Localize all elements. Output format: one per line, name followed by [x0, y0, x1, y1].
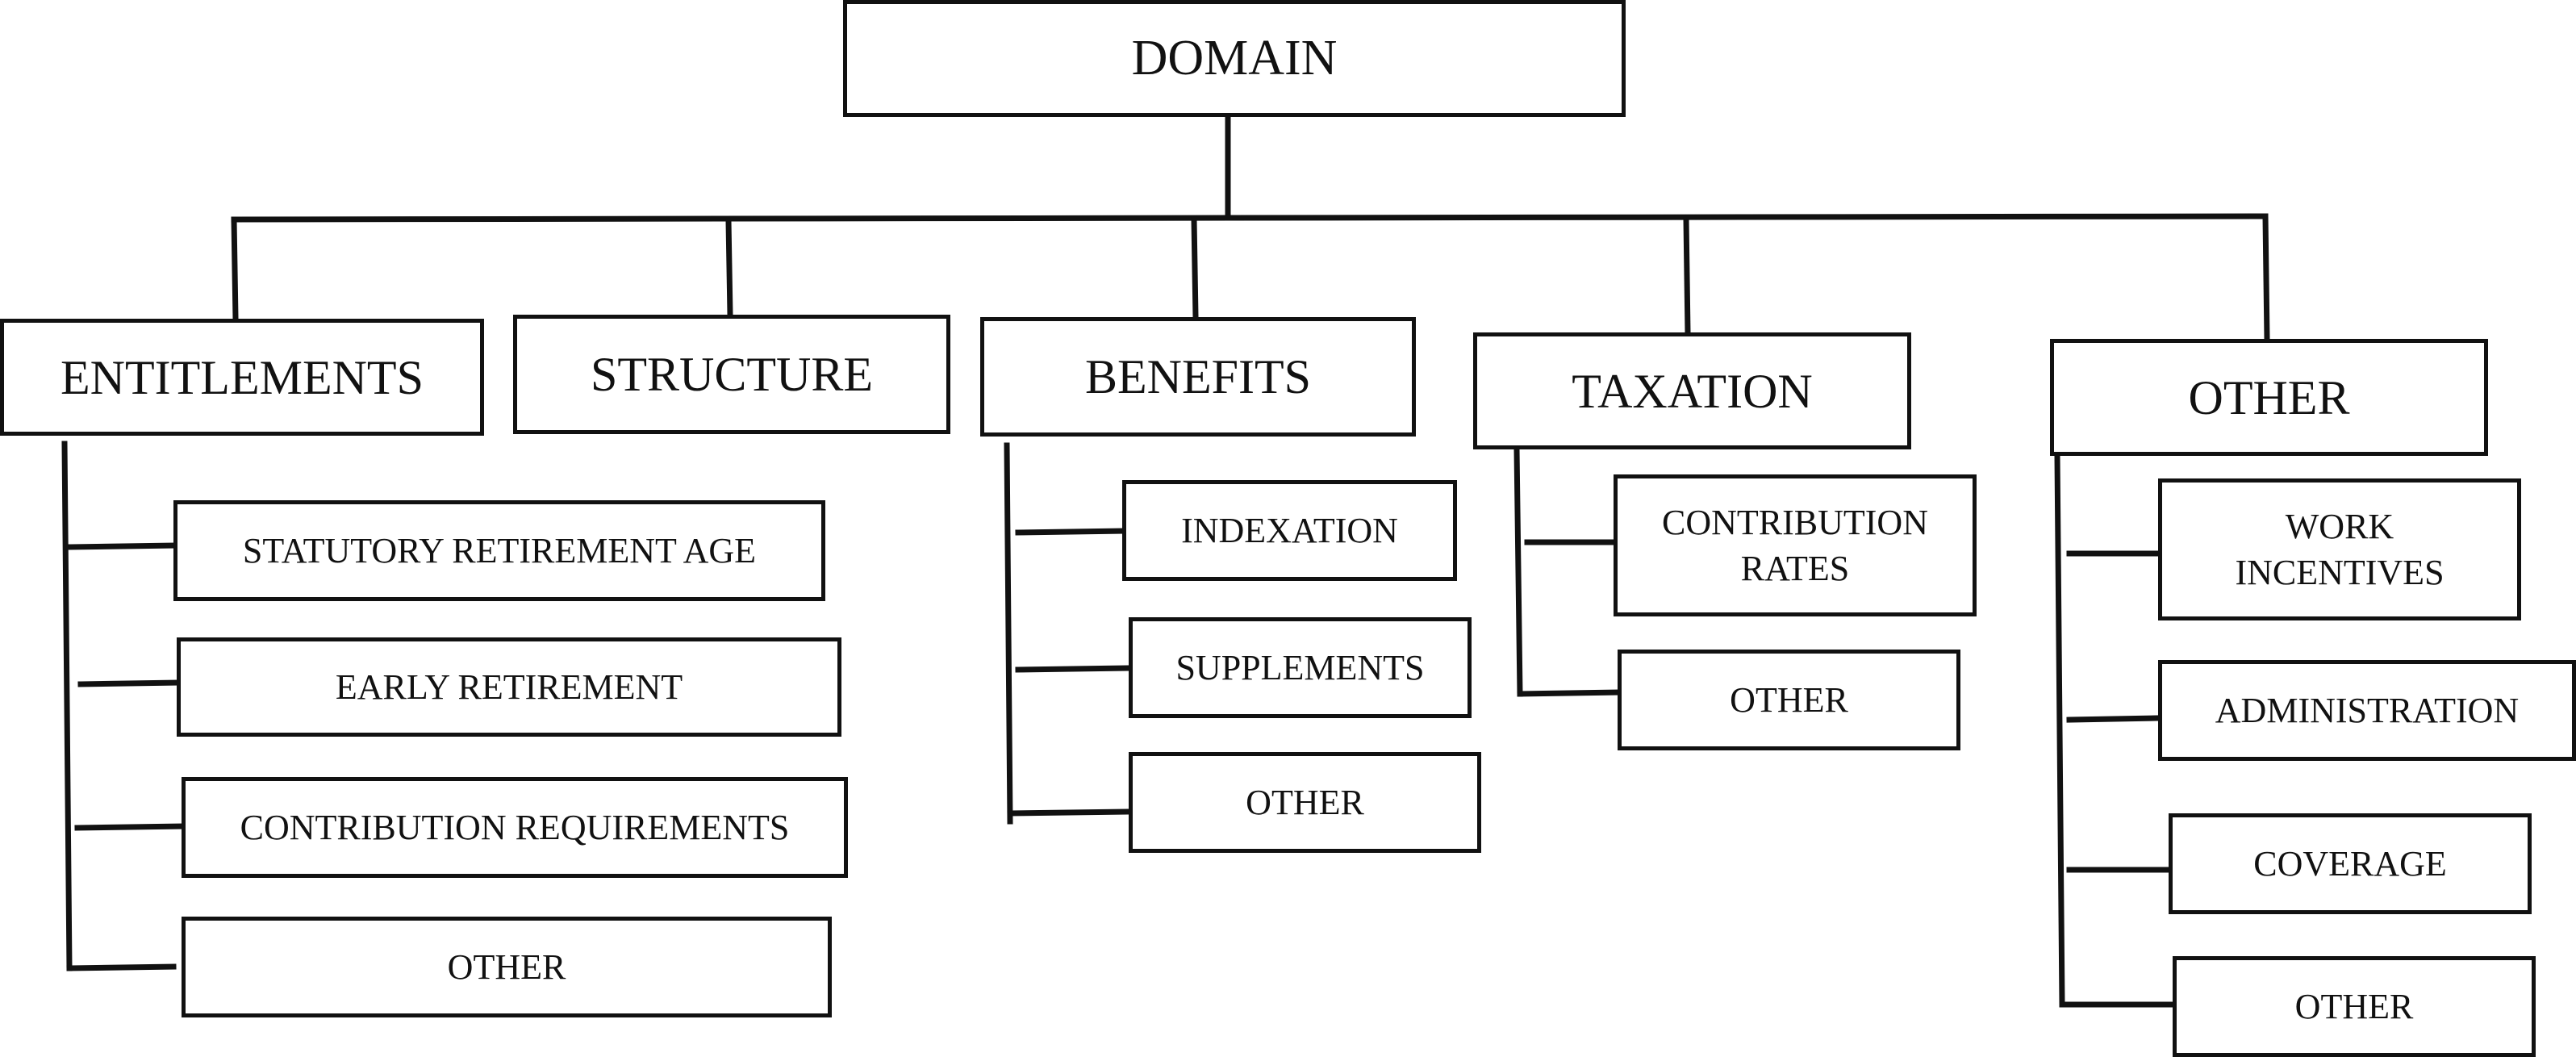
drop-other-line — [2262, 213, 2270, 342]
leaf-taxation-other: OTHER — [1618, 650, 1960, 750]
spine-benefits-line — [1004, 442, 1013, 825]
spine-other-line — [2054, 453, 2065, 1008]
tick-entitlements-1-line — [68, 542, 177, 550]
tick-entitlements-2-line — [77, 679, 180, 687]
tick-benefits-3-line — [1007, 808, 1132, 817]
spine-entitlements-line — [61, 441, 73, 971]
category-other: OTHER — [2050, 339, 2488, 456]
leaf-contribution-rates: CONTRIBUTION RATES — [1614, 474, 1977, 616]
tick-taxation-2-line — [1517, 689, 1621, 697]
drop-benefits-line — [1191, 216, 1199, 320]
drop-taxation-line — [1683, 216, 1691, 336]
tick-other-2-line — [2066, 715, 2161, 723]
category-benefits: BENEFITS — [980, 317, 1416, 437]
leaf-early-retirement: EARLY RETIREMENT — [177, 637, 841, 737]
tick-entitlements-3-line — [74, 823, 185, 831]
leaf-indexation: INDEXATION — [1122, 480, 1457, 581]
leaf-benefits-other: OTHER — [1129, 752, 1481, 853]
tick-benefits-2-line — [1015, 665, 1132, 673]
leaf-coverage: COVERAGE — [2169, 813, 2532, 914]
leaf-statutory-retirement-age: STATUTORY RETIREMENT AGE — [173, 500, 825, 601]
tick-entitlements-4-line — [66, 963, 177, 971]
leaf-entitlements-other: OTHER — [182, 917, 832, 1017]
tick-benefits-1-line — [1015, 528, 1125, 536]
leaf-other-other: OTHER — [2173, 956, 2536, 1057]
leaf-work-incentives: WORK INCENTIVES — [2158, 478, 2521, 620]
root-node: DOMAIN — [843, 0, 1626, 117]
horizontal-bus-line — [231, 213, 2269, 223]
category-entitlements: ENTITLEMENTS — [0, 319, 484, 436]
leaf-supplements: SUPPLEMENTS — [1129, 617, 1472, 718]
spine-taxation-line — [1513, 446, 1523, 697]
category-structure: STRUCTURE — [513, 315, 950, 434]
category-taxation: TAXATION — [1473, 332, 1911, 449]
drop-structure-line — [725, 218, 733, 318]
drop-entitlements-line — [231, 216, 239, 322]
leaf-contribution-requirements: CONTRIBUTION REQUIREMENTS — [182, 777, 848, 878]
leaf-administration: ADMINISTRATION — [2158, 660, 2576, 761]
